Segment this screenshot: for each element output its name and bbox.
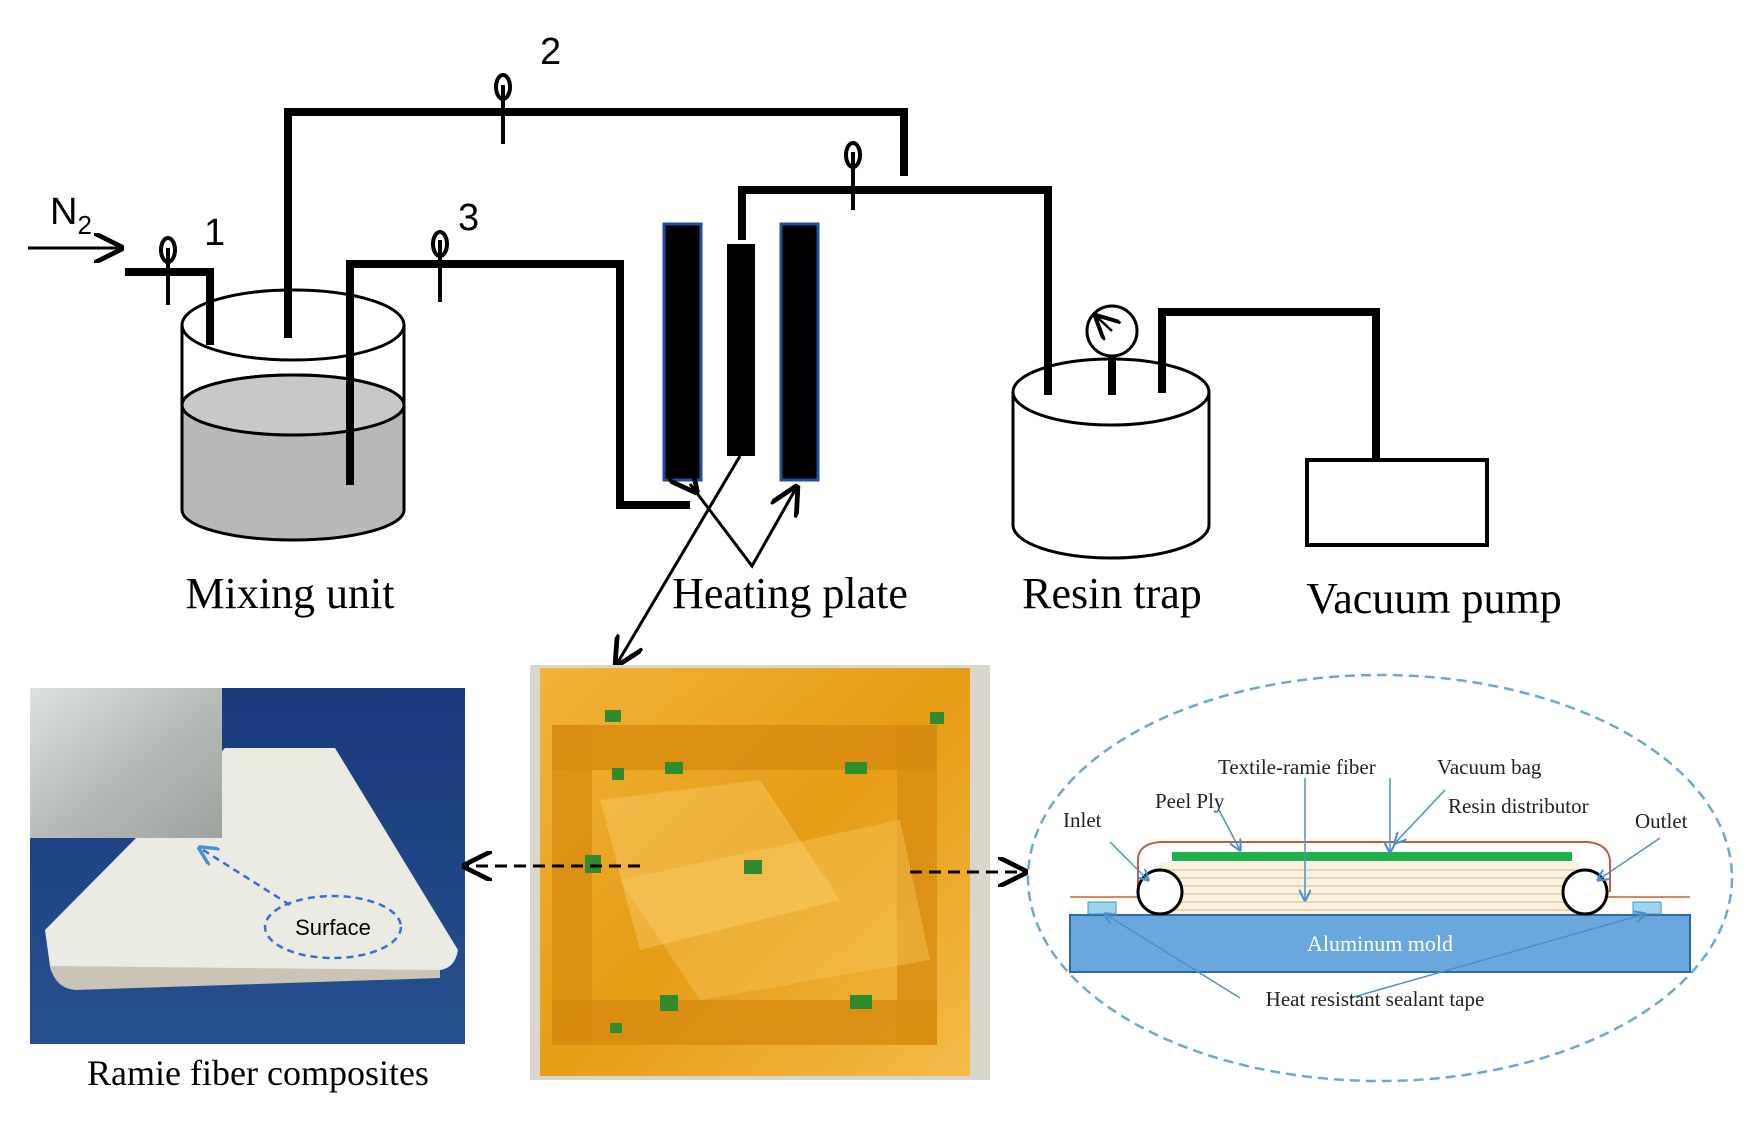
plate-to-photo-arrow bbox=[618, 455, 742, 662]
surface-label: Surface bbox=[295, 915, 371, 940]
mixing-unit bbox=[180, 288, 406, 542]
dip-tubes bbox=[206, 264, 354, 485]
composite-plate bbox=[45, 748, 458, 982]
peel-ply-label: Peel Ply bbox=[1155, 789, 1225, 813]
composite-photo: Surface bbox=[30, 688, 465, 1044]
layup-schematic: Aluminum mold Textile-ramie f bbox=[1026, 673, 1734, 1083]
photo-caption: Ramie fiber composites bbox=[87, 1053, 429, 1093]
surface-inset bbox=[30, 688, 222, 838]
valve-4-icon bbox=[844, 141, 862, 210]
pipe-to-resin-trap bbox=[738, 186, 1052, 395]
n2-label: N2 bbox=[50, 191, 92, 240]
textile-label: Textile-ramie fiber bbox=[1218, 755, 1376, 779]
outlet-label: Outlet bbox=[1635, 809, 1688, 833]
resin-trap-label: Resin trap bbox=[1022, 569, 1202, 618]
heating-plate-label: Heating plate bbox=[672, 569, 908, 618]
resin-distributor-label: Resin distributor bbox=[1448, 794, 1589, 818]
mixing-rim bbox=[180, 288, 406, 362]
outlet-tube bbox=[1561, 868, 1609, 916]
pipe-valve-2 bbox=[284, 108, 908, 338]
mixing-liquid-surface bbox=[180, 373, 406, 437]
valve-1-label: 1 bbox=[204, 212, 225, 254]
resin-trap bbox=[1011, 304, 1211, 560]
vacuum-pump-box bbox=[1305, 458, 1489, 547]
heating-plate bbox=[618, 222, 820, 662]
vacuum-bag-label: Vacuum bag bbox=[1437, 755, 1542, 779]
valve-3-label: 3 bbox=[458, 197, 479, 239]
surface-ellipse bbox=[263, 894, 403, 960]
schematic-dashed-ellipse bbox=[1026, 673, 1734, 1083]
valve-1-icon bbox=[159, 236, 177, 305]
mold-label: Aluminum mold bbox=[1307, 931, 1453, 956]
valve-2-icon bbox=[494, 73, 512, 144]
valve-2-label: 2 bbox=[540, 31, 561, 73]
heating-plate-right bbox=[779, 222, 820, 482]
mixing-unit-label: Mixing unit bbox=[185, 569, 394, 618]
inlet-label: Inlet bbox=[1063, 808, 1102, 832]
valve-3-icon bbox=[431, 230, 449, 302]
aluminum-mold bbox=[1069, 914, 1691, 973]
heating-plate-left bbox=[662, 222, 703, 482]
vacuum-bag-outline bbox=[1137, 841, 1611, 892]
plate-pointer bbox=[688, 484, 795, 569]
pressure-gauge-icon bbox=[1085, 304, 1139, 358]
surface-pointer bbox=[200, 848, 291, 907]
resin-distributor bbox=[1172, 852, 1572, 861]
heating-plate-center bbox=[727, 244, 755, 456]
sealant-tape-right bbox=[1632, 901, 1662, 915]
tape-patches bbox=[585, 710, 944, 1033]
vacuum-pump-label: Vacuum pump bbox=[1306, 574, 1561, 623]
tape-label: Heat resistant sealant tape bbox=[1266, 987, 1485, 1011]
sealant-tape-left bbox=[1087, 901, 1117, 915]
valves bbox=[159, 73, 862, 305]
